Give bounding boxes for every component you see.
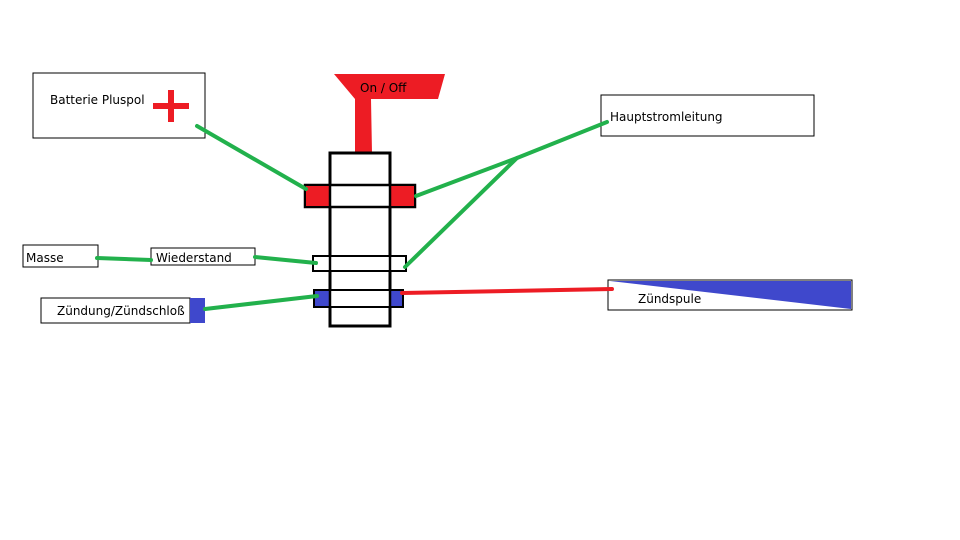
main-line-label: Hauptstromleitung xyxy=(610,110,723,124)
ground-label: Masse xyxy=(26,251,64,265)
wire-ground-to-resistor xyxy=(95,256,153,262)
main-line-box xyxy=(600,94,815,137)
wire-switch-to-ignition-coil xyxy=(400,287,614,295)
wire-ignition-lock-to-switch xyxy=(203,294,319,311)
ignition-coil-wedge xyxy=(610,281,851,309)
top-terminal-right-red xyxy=(390,186,414,206)
resistor-label: Wiederstand xyxy=(156,251,232,265)
middle-terminal xyxy=(312,255,407,272)
switch-lever xyxy=(334,74,445,163)
switch-label: On / Off xyxy=(360,81,407,95)
ground-box xyxy=(22,244,99,268)
ignition-coil-label: Zündspule xyxy=(638,292,701,306)
battery-label: Batterie Pluspol xyxy=(50,93,145,107)
wire-resistor-to-switch xyxy=(253,255,318,265)
plus-icon xyxy=(153,90,189,122)
ignition-lock-terminal xyxy=(190,298,205,323)
bottom-terminal-left-blue xyxy=(315,291,330,306)
wire-battery-to-switch xyxy=(195,124,308,191)
top-terminal-left-red xyxy=(306,186,330,206)
ignition-lock-label: Zündung/Zündschloß xyxy=(57,304,185,318)
wire-junction-to-middle-terminal xyxy=(403,156,519,269)
wire-junction-to-main-line xyxy=(515,120,609,160)
bottom-terminal xyxy=(313,289,404,308)
bottom-terminal-right-blue xyxy=(390,291,402,306)
wire-switch-top-to-junction xyxy=(414,156,519,198)
